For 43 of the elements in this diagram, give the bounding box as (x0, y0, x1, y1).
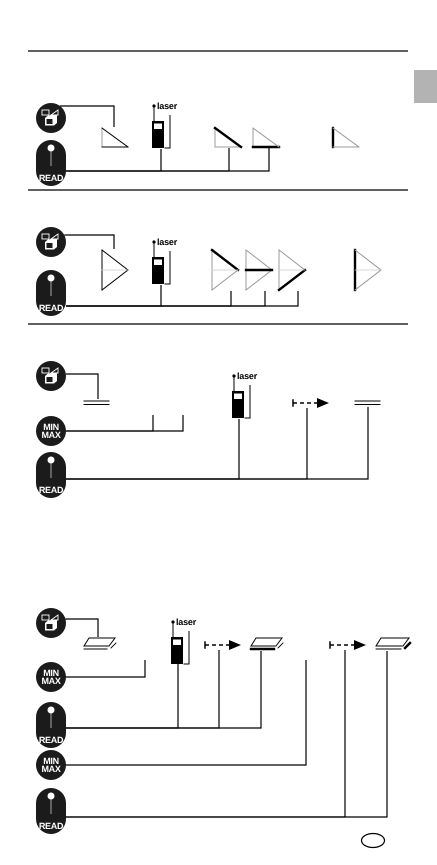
read-button: READ (36, 702, 66, 748)
connector-line (66, 660, 146, 678)
dashed-arrow-icon (292, 398, 329, 408)
connector-line (66, 660, 307, 766)
double-line-drawing (84, 399, 109, 407)
triangle-drawing (101, 249, 129, 291)
connector-line (66, 651, 262, 729)
triangle-drawing (354, 249, 382, 291)
triangle-drawing (332, 127, 360, 148)
plane-drawing (83, 637, 118, 651)
triangle-drawing (101, 127, 129, 148)
dashed-arrow-icon (204, 640, 241, 650)
triangle-drawing (214, 127, 242, 148)
triangle-drawing (278, 249, 306, 291)
plane-drawing (250, 637, 285, 651)
triangle-drawing (245, 249, 273, 291)
min-max-button: MIN MAX (36, 416, 66, 446)
laser-label: laser (176, 618, 196, 627)
area-volume-button (36, 361, 66, 391)
connector-line (60, 105, 115, 127)
connector-line (66, 415, 184, 432)
triangle-drawing (252, 127, 280, 148)
read-button: READ (36, 452, 66, 498)
min-max-button: MIN MAX (36, 750, 66, 780)
area-volume-button (36, 103, 66, 133)
dashed-arrow-icon (329, 640, 366, 650)
connector-line (66, 373, 99, 399)
triangle-drawing (211, 249, 239, 291)
min-max-button: MIN MAX (36, 662, 66, 692)
laser-label: laser (157, 238, 178, 247)
area-volume-button (36, 608, 66, 638)
connector-line (66, 407, 369, 480)
connector-line (66, 148, 270, 172)
read-button: READ (36, 140, 66, 186)
read-button: READ (36, 788, 66, 834)
read-button: READ (36, 270, 66, 316)
connector-line (65, 618, 99, 637)
double-line-drawing (355, 399, 380, 407)
laser-label: laser (237, 372, 258, 381)
connector-line (64, 234, 115, 249)
laser-label: laser (157, 102, 178, 111)
area-volume-button (36, 227, 66, 257)
plane-drawing (375, 637, 412, 651)
